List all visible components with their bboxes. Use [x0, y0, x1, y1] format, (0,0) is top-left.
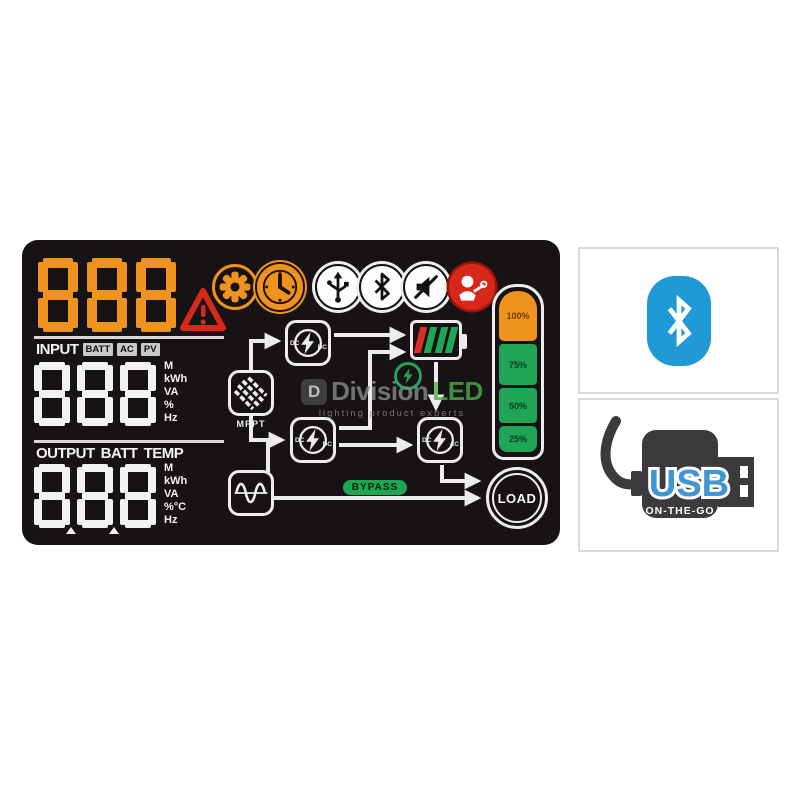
badge-batt: BATT: [82, 343, 114, 356]
bluetooth-logo-icon: [646, 275, 711, 366]
gauge-level-75: 75%: [499, 344, 537, 385]
input-label: INPUT: [36, 341, 79, 358]
usb-icon: [315, 264, 361, 310]
dc-dc-converter-pv-icon: DC DC: [285, 320, 331, 366]
input-divider: [34, 336, 224, 339]
output-temp-label: TEMP: [143, 445, 184, 462]
settings-gear-icon: [212, 264, 258, 310]
ac-waveform-icon: [228, 470, 274, 516]
badge-pv: PV: [140, 343, 160, 356]
usb-otg-feature-panel: USB ON-THE-GO: [578, 398, 779, 552]
mppt-solar-panel-icon: [228, 370, 274, 416]
warning-triangle-icon: [180, 288, 226, 331]
usb-otg-subtitle: ON-THE-GO: [645, 505, 714, 517]
input-units: M kWh VA % Hz: [164, 360, 188, 424]
gauge-level-100: 100%: [499, 291, 537, 341]
timer-clock-icon: [257, 264, 303, 310]
bluetooth-feature-panel: [578, 247, 779, 394]
fault-service-icon: [449, 264, 495, 310]
capacity-gauge: 100% 75% 50% 25%: [492, 284, 544, 460]
load-label: LOAD: [492, 473, 542, 523]
usb-otg-logo-icon: USB ON-THE-GO: [600, 416, 754, 518]
input-header: INPUT BATT AC PV: [36, 341, 160, 358]
output-header: OUTPUT BATT TEMP: [36, 445, 184, 462]
badge-ac: AC: [117, 343, 137, 356]
output-batt-label: BATT: [100, 445, 138, 462]
flow-arrows: [249, 326, 482, 507]
main-display-digits: [38, 258, 176, 332]
output-divider: [34, 440, 224, 443]
dc-dc-converter-battery-icon: DC DC: [290, 417, 336, 463]
battery-charge-icon: [410, 320, 467, 360]
mppt-label: MPPT: [236, 419, 266, 429]
alarm-muted-icon: [403, 264, 449, 310]
usb-otg-title: USB: [648, 463, 728, 505]
decimal-marker: [109, 527, 119, 534]
output-display-digits: [34, 464, 156, 528]
input-display-digits: [34, 362, 156, 426]
charging-bolt-icon: [394, 362, 422, 390]
gauge-level-50: 50%: [499, 388, 537, 423]
load-indicator: LOAD: [486, 467, 548, 529]
gauge-level-25: 25%: [499, 426, 537, 452]
dc-ac-inverter-icon: DC AC: [417, 417, 463, 463]
decimal-marker: [66, 527, 76, 534]
inverter-lcd-panel: INPUT BATT AC PV M kWh VA % Hz OUTPUT BA…: [22, 240, 560, 545]
output-units: M kWh VA %°C Hz: [164, 462, 188, 526]
bluetooth-status-icon: [359, 264, 405, 310]
output-label: OUTPUT: [36, 445, 95, 462]
bypass-badge: BYPASS: [343, 480, 407, 495]
